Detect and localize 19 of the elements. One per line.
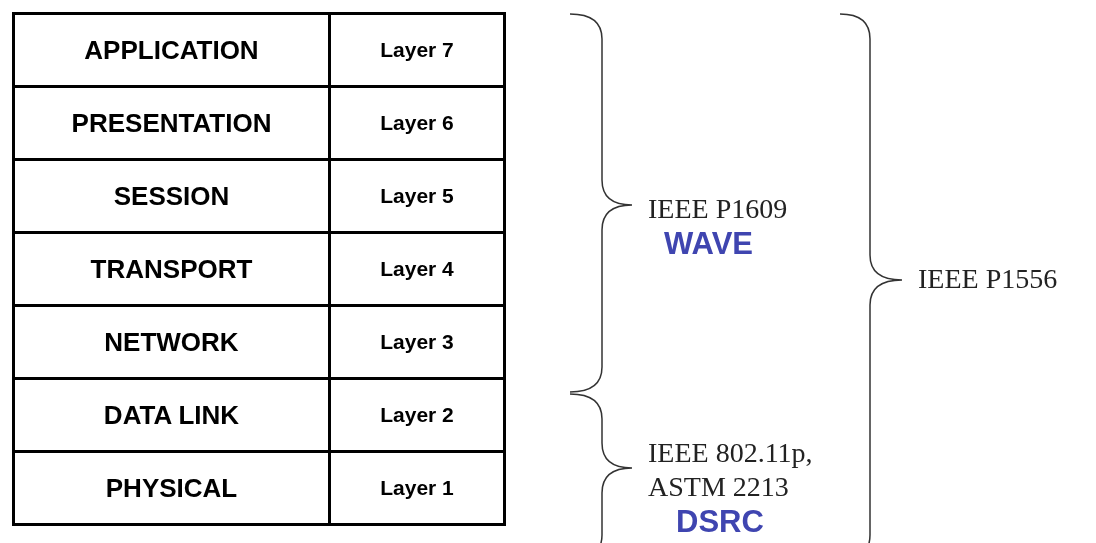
layer-name-cell: SESSION	[13, 159, 330, 233]
layer-name-cell: DATA LINK	[13, 378, 330, 452]
protocol-label: DSRC	[676, 504, 764, 540]
layer-number-cell: Layer 1	[329, 451, 505, 525]
layer-number-cell: Layer 7	[329, 13, 505, 87]
layer-number-cell: Layer 5	[329, 159, 505, 233]
layer-name-cell: TRANSPORT	[13, 232, 330, 306]
standard-label: IEEE 802.11p, ASTM 2213	[648, 436, 814, 504]
layer-number-cell: Layer 6	[329, 86, 505, 160]
protocol-label: WAVE	[664, 226, 753, 262]
layer-number-cell: Layer 4	[329, 232, 505, 306]
standard-label: IEEE P1609	[648, 192, 788, 226]
layer-number-cell: Layer 3	[329, 305, 505, 379]
standard-label: IEEE P1556	[918, 262, 1058, 296]
layer-name-cell: PHYSICAL	[13, 451, 330, 525]
layer-name-cell: PRESENTATION	[13, 86, 330, 160]
layer-name-cell: NETWORK	[13, 305, 330, 379]
layer-number-cell: Layer 2	[329, 378, 505, 452]
layer-name-cell: APPLICATION	[13, 13, 330, 87]
